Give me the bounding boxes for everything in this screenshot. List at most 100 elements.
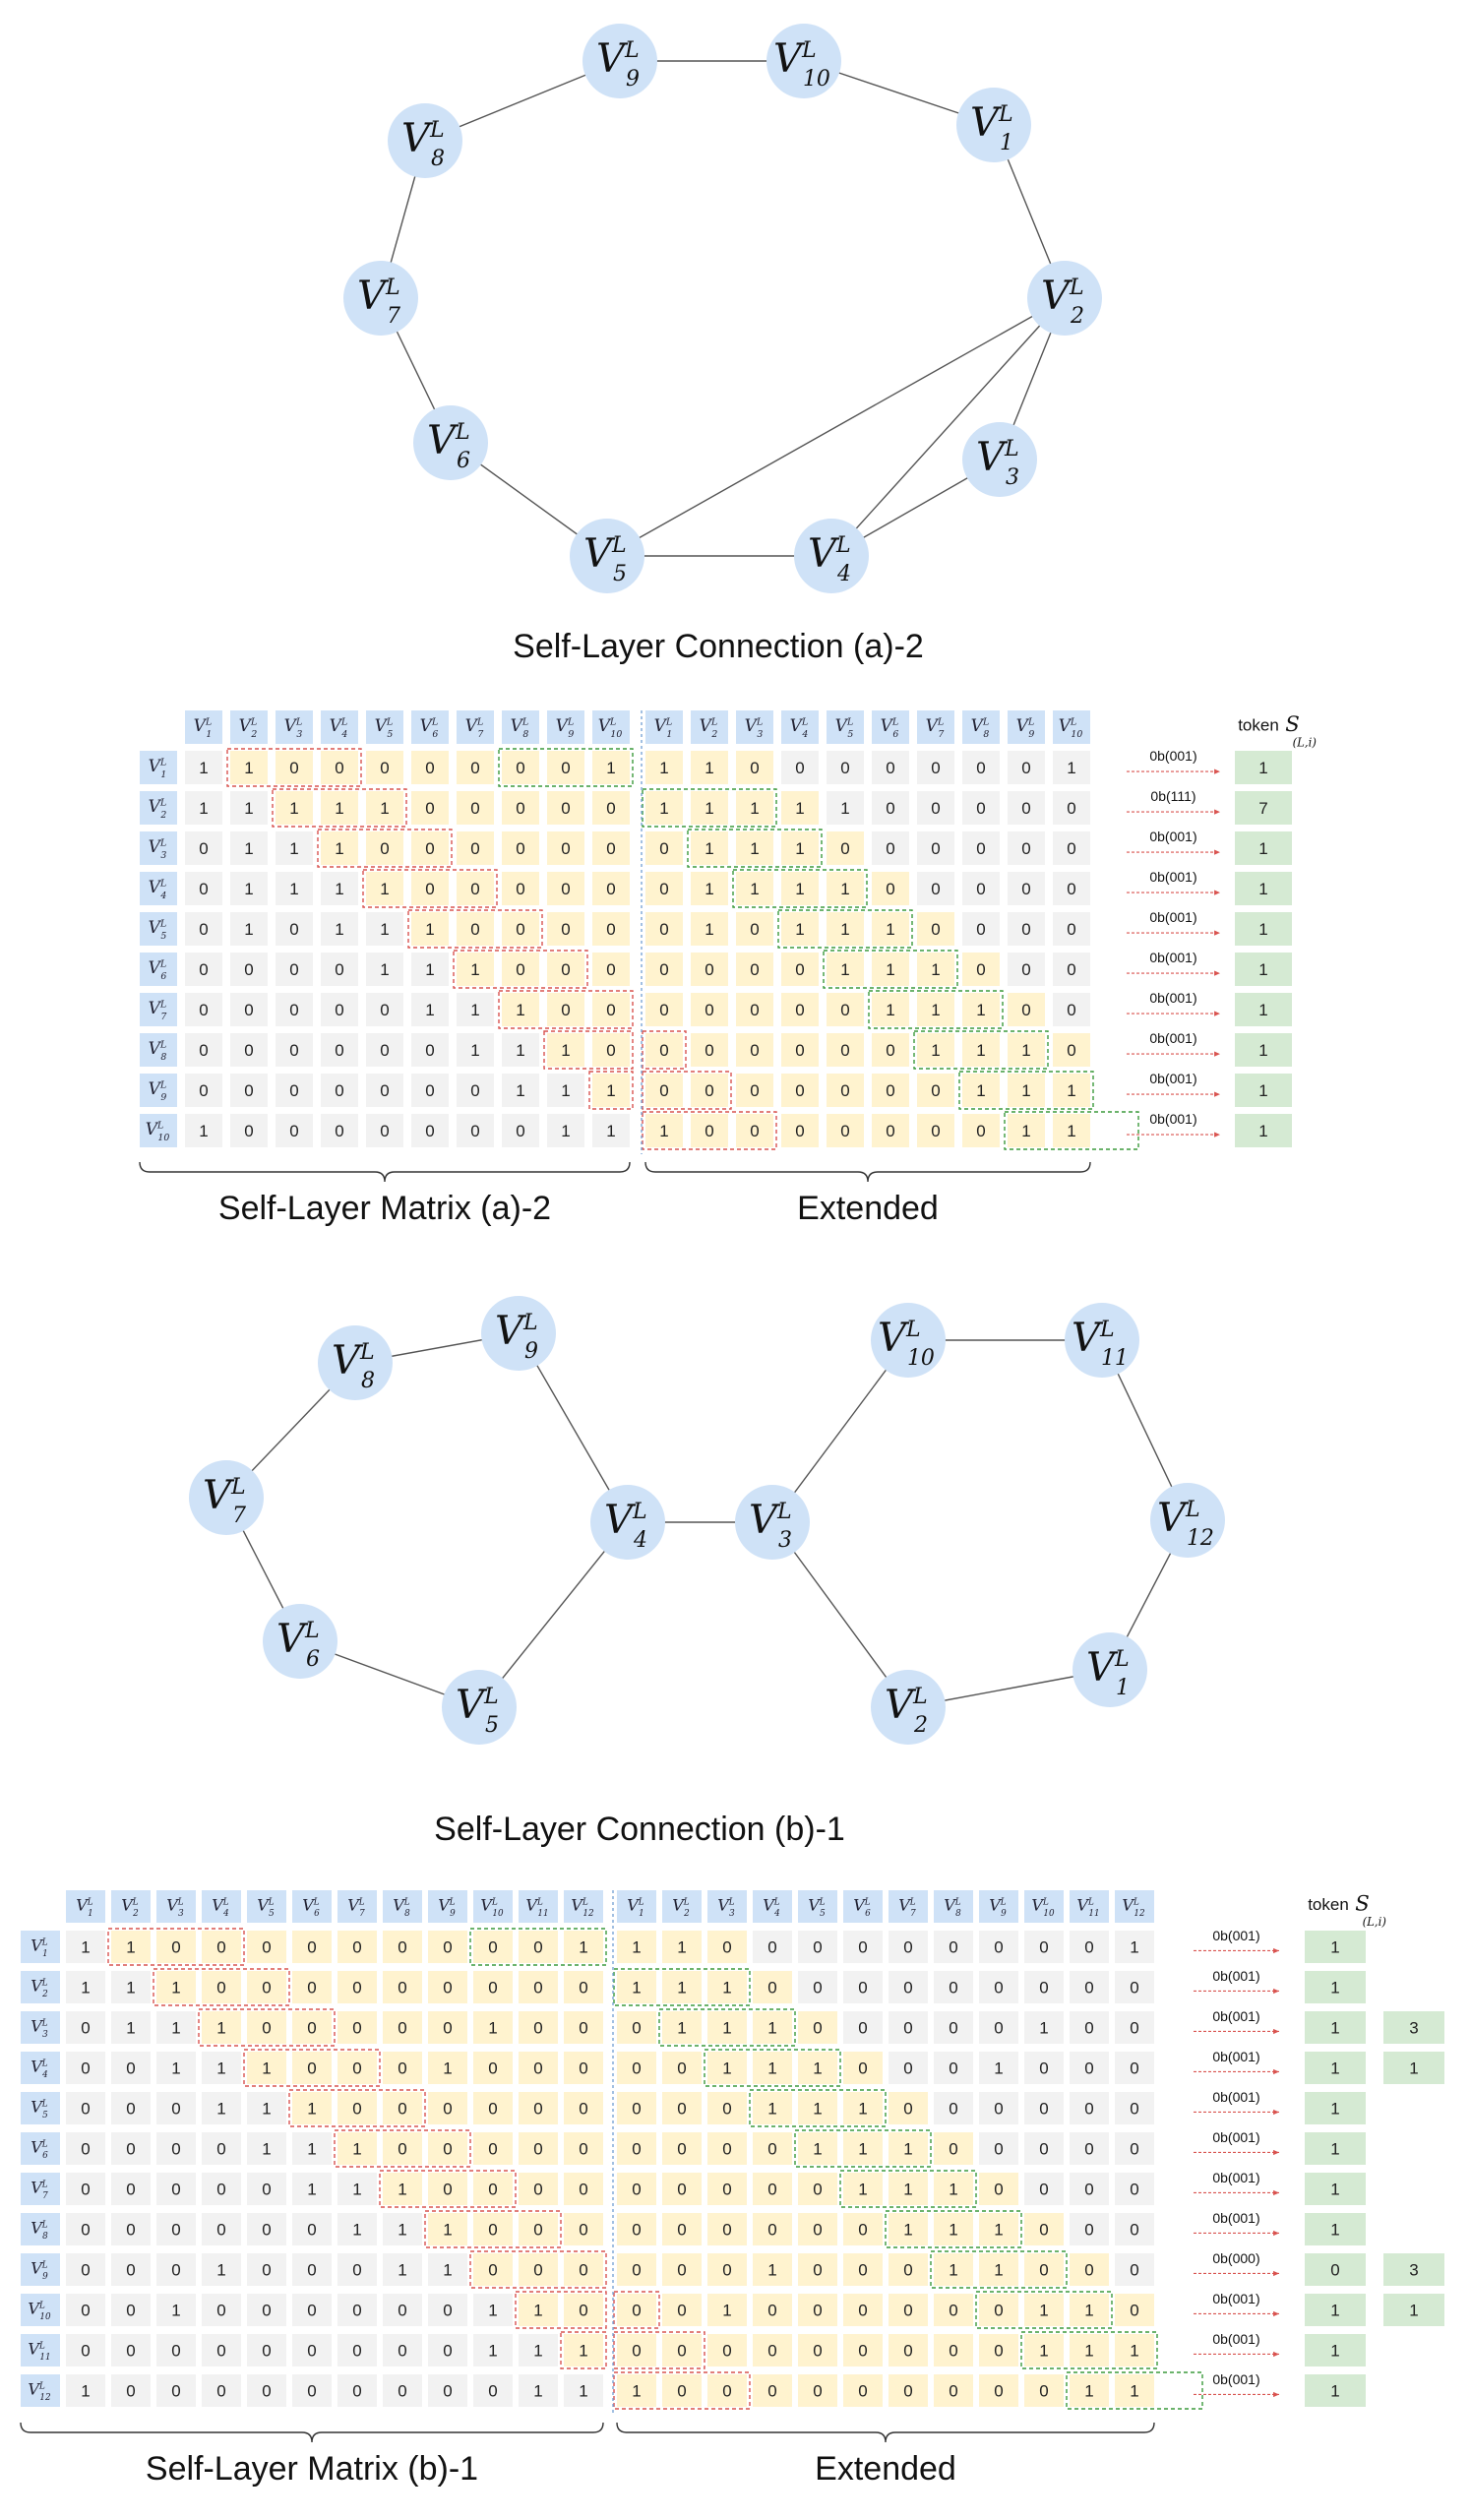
matrix-cell-value: 1 [171, 2059, 180, 2077]
matrix-cell-value: 0 [533, 2099, 542, 2118]
matrix-cell [292, 2253, 332, 2286]
matrix-cell-value: 1 [81, 1978, 90, 1997]
row-header-cell [21, 2294, 60, 2326]
token-value: 7 [1258, 799, 1267, 818]
matrix-cell [337, 1931, 377, 1963]
matrix-cell-value: 0 [470, 799, 479, 818]
green-window [839, 2170, 977, 2208]
extended-cell [1070, 2374, 1109, 2407]
matrix-cell-value: 1 [335, 880, 343, 898]
matrix-cell [564, 2132, 603, 2165]
matrix-cell [428, 2334, 467, 2366]
extended-cell-value: 1 [840, 880, 849, 898]
token-cell [1305, 1971, 1366, 2003]
matrix-cell [185, 791, 222, 825]
extended-cell [1115, 2132, 1154, 2165]
extended-cell [827, 1114, 864, 1147]
wrap-window [613, 2331, 705, 2369]
extended-cell [962, 1033, 1000, 1067]
header-cell [230, 710, 268, 744]
token-value: 1 [1330, 2099, 1339, 2118]
matrix-cell-value: 0 [335, 759, 343, 777]
extended-cell-value: 0 [659, 880, 668, 898]
node-circle [871, 1670, 946, 1745]
matrix-cell-value: 1 [171, 2018, 180, 2037]
red-window [543, 1030, 634, 1070]
extended-cell [889, 2011, 928, 2044]
extended-cell [617, 2173, 656, 2205]
extended-cell [979, 2052, 1018, 2084]
matrix-cell-value: 0 [262, 2260, 271, 2279]
matrix-cell [428, 2052, 467, 2084]
matrix-cell [383, 2173, 422, 2205]
extended-cell [934, 2011, 973, 2044]
matrix-cell-value: 1 [488, 2018, 497, 2037]
extended-cell [617, 1971, 656, 2003]
extended-cell [979, 2294, 1018, 2326]
matrix-cell [337, 2132, 377, 2165]
extended-cell-value: 0 [632, 2180, 641, 2198]
token-cell [1305, 2092, 1366, 2124]
extended-cell-value: 0 [903, 2381, 912, 2400]
header-cell [185, 710, 222, 744]
matrix-cell-value: 0 [289, 920, 298, 939]
extended-cell [1053, 912, 1090, 946]
matrix-cell [564, 2213, 603, 2245]
matrix-cell-value: 0 [380, 1001, 389, 1019]
matrix-cell [292, 2294, 332, 2326]
matrix-cell [321, 912, 358, 946]
matrix-cell [66, 2294, 105, 2326]
matrix-cell-value: 1 [488, 2341, 497, 2360]
green-window [749, 2089, 887, 2127]
matrix-cell [156, 2173, 196, 2205]
extended-cell-value: 0 [903, 2260, 912, 2279]
extended-cell-value: 0 [767, 2381, 776, 2400]
extended-cell-value: 0 [858, 2260, 867, 2279]
matrix-cell-value: 0 [579, 2018, 587, 2037]
matrix-cell-value: 0 [561, 839, 570, 858]
binary-code: 0b(001) [1212, 2210, 1259, 2226]
matrix-cell [156, 2132, 196, 2165]
token-cell [1235, 953, 1292, 986]
extended-cell [736, 751, 773, 784]
matrix-cell [473, 2374, 513, 2407]
extended-cell-value: 0 [632, 2059, 641, 2077]
matrix-cell [366, 993, 403, 1026]
extended-cell [662, 1931, 702, 1963]
token-cell [1235, 791, 1292, 825]
matrix-cell-value: 0 [126, 2301, 135, 2319]
extended-cell-value: 0 [677, 2180, 686, 2198]
red-window [226, 748, 362, 787]
graph-b-edge-2-3 [771, 1521, 909, 1708]
extended-cell [934, 2334, 973, 2366]
matrix-cell [473, 2092, 513, 2124]
extended-cell-value: 0 [795, 960, 804, 979]
extended-cell-value: 0 [976, 839, 985, 858]
extended-cell [753, 1931, 792, 1963]
token-value: 1 [1330, 1978, 1339, 1997]
matrix-cell [383, 2213, 422, 2245]
extended-cell-value: 1 [677, 1937, 686, 1956]
matrix-cell-value: 0 [561, 960, 570, 979]
matrix-cell [66, 2213, 105, 2245]
extended-cell-value: 0 [632, 2260, 641, 2279]
matrix-cell-value: 0 [216, 2220, 225, 2239]
matrix-cell-value: 0 [561, 920, 570, 939]
matrix-cell [564, 1971, 603, 2003]
extended-cell [736, 872, 773, 905]
matrix-cell-value: 0 [425, 1081, 434, 1100]
matrix-cell-value: 0 [380, 1122, 389, 1140]
extended-cell [707, 2052, 747, 2084]
extended-cell-value: 1 [1039, 2018, 1048, 2037]
extended-cell [979, 2374, 1018, 2407]
extended-cell [707, 2092, 747, 2124]
matrix-cell-value: 0 [307, 2018, 316, 2037]
